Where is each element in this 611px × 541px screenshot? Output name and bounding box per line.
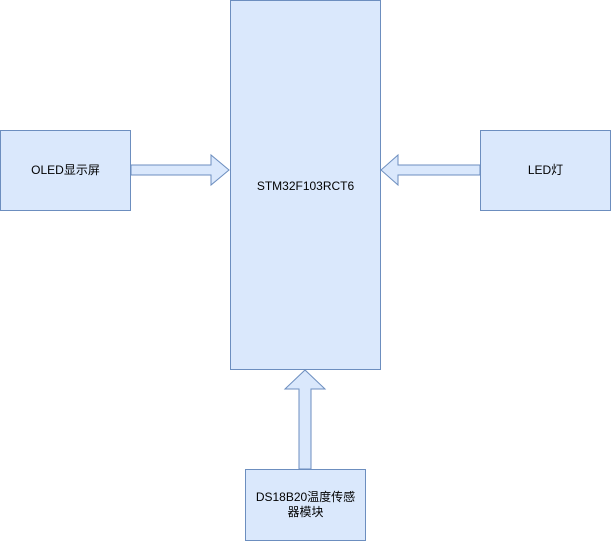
arrow-oled-to-mcu [130, 153, 230, 187]
arrow-led-to-mcu [380, 153, 481, 187]
mcu-node[interactable]: STM32F103RCT6 [230, 0, 381, 370]
led-node[interactable]: LED灯 [480, 130, 611, 211]
mcu-label: STM32F103RCT6 [256, 179, 355, 193]
oled-display-label: OLED显示屏 [31, 163, 100, 177]
oled-display-node[interactable]: OLED显示屏 [0, 130, 131, 211]
temperature-sensor-label: DS18B20温度传感器模块 [255, 490, 356, 519]
led-label: LED灯 [527, 163, 564, 177]
arrow-sensor-to-mcu [283, 369, 327, 470]
temperature-sensor-node[interactable]: DS18B20温度传感器模块 [245, 469, 366, 541]
